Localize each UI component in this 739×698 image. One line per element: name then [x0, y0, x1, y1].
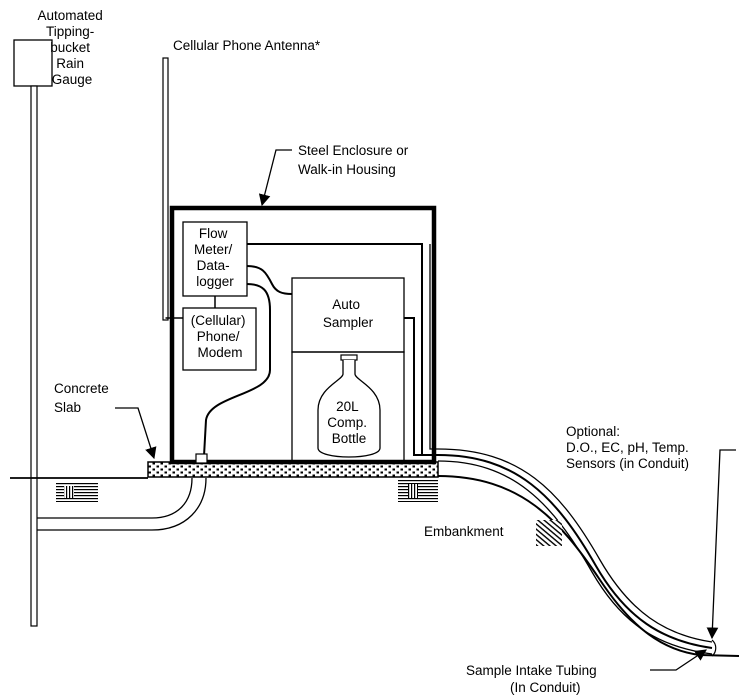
soil-hatch-embankment — [536, 520, 562, 546]
soil-hatch-left-2 — [64, 486, 74, 498]
enclosure-leader — [258, 149, 292, 207]
concrete-slab-label: Concrete Slab — [54, 381, 113, 415]
sampler-base — [291, 351, 405, 463]
sensors-label: Optional: D.O., EC, pH, Temp. Sensors (i… — [566, 424, 693, 471]
rain-gauge-pole — [30, 85, 38, 627]
underground-conduit — [37, 477, 207, 531]
datalogger-sampler-cable — [246, 265, 293, 295]
modem-label: (Cellular) Phone/ Modem — [191, 313, 250, 360]
auto-sampler-box — [291, 277, 405, 353]
modem-box — [182, 307, 257, 371]
auto-sampler-label: Auto Sampler — [323, 297, 374, 330]
soil-hatch-mid-2 — [408, 484, 418, 498]
slab-leader — [115, 407, 157, 460]
enclosure-label: Steel Enclosure or Walk-in Housing — [298, 143, 412, 177]
intake-leader — [650, 649, 707, 671]
intake-label: Sample Intake Tubing (In Conduit) — [466, 663, 600, 695]
antenna-label: Cellular Phone Antenna* — [173, 38, 321, 53]
intake-tube-inner — [404, 317, 438, 456]
sensors-leader — [706, 449, 736, 640]
composite-bottle — [317, 354, 381, 458]
conduit-right — [437, 448, 717, 657]
ground-line-right — [437, 475, 739, 657]
soil-hatch-left-1 — [56, 482, 98, 502]
datalogger-slab-cable — [203, 283, 271, 457]
rain-gauge-bucket — [13, 39, 53, 87]
rain-gauge-label: Automated Tipping- bucket Rain Gauge — [37, 8, 106, 87]
cable-junction-box — [195, 453, 208, 464]
intake-tube-outer — [429, 244, 438, 450]
embankment-label: Embankment — [424, 524, 504, 539]
antenna-mast — [162, 57, 169, 321]
bottle-label: 20L Comp. Bottle — [327, 399, 371, 446]
flow-meter-label: Flow Meter/ Data- logger — [194, 226, 236, 289]
rain-gauge — [13, 39, 53, 627]
